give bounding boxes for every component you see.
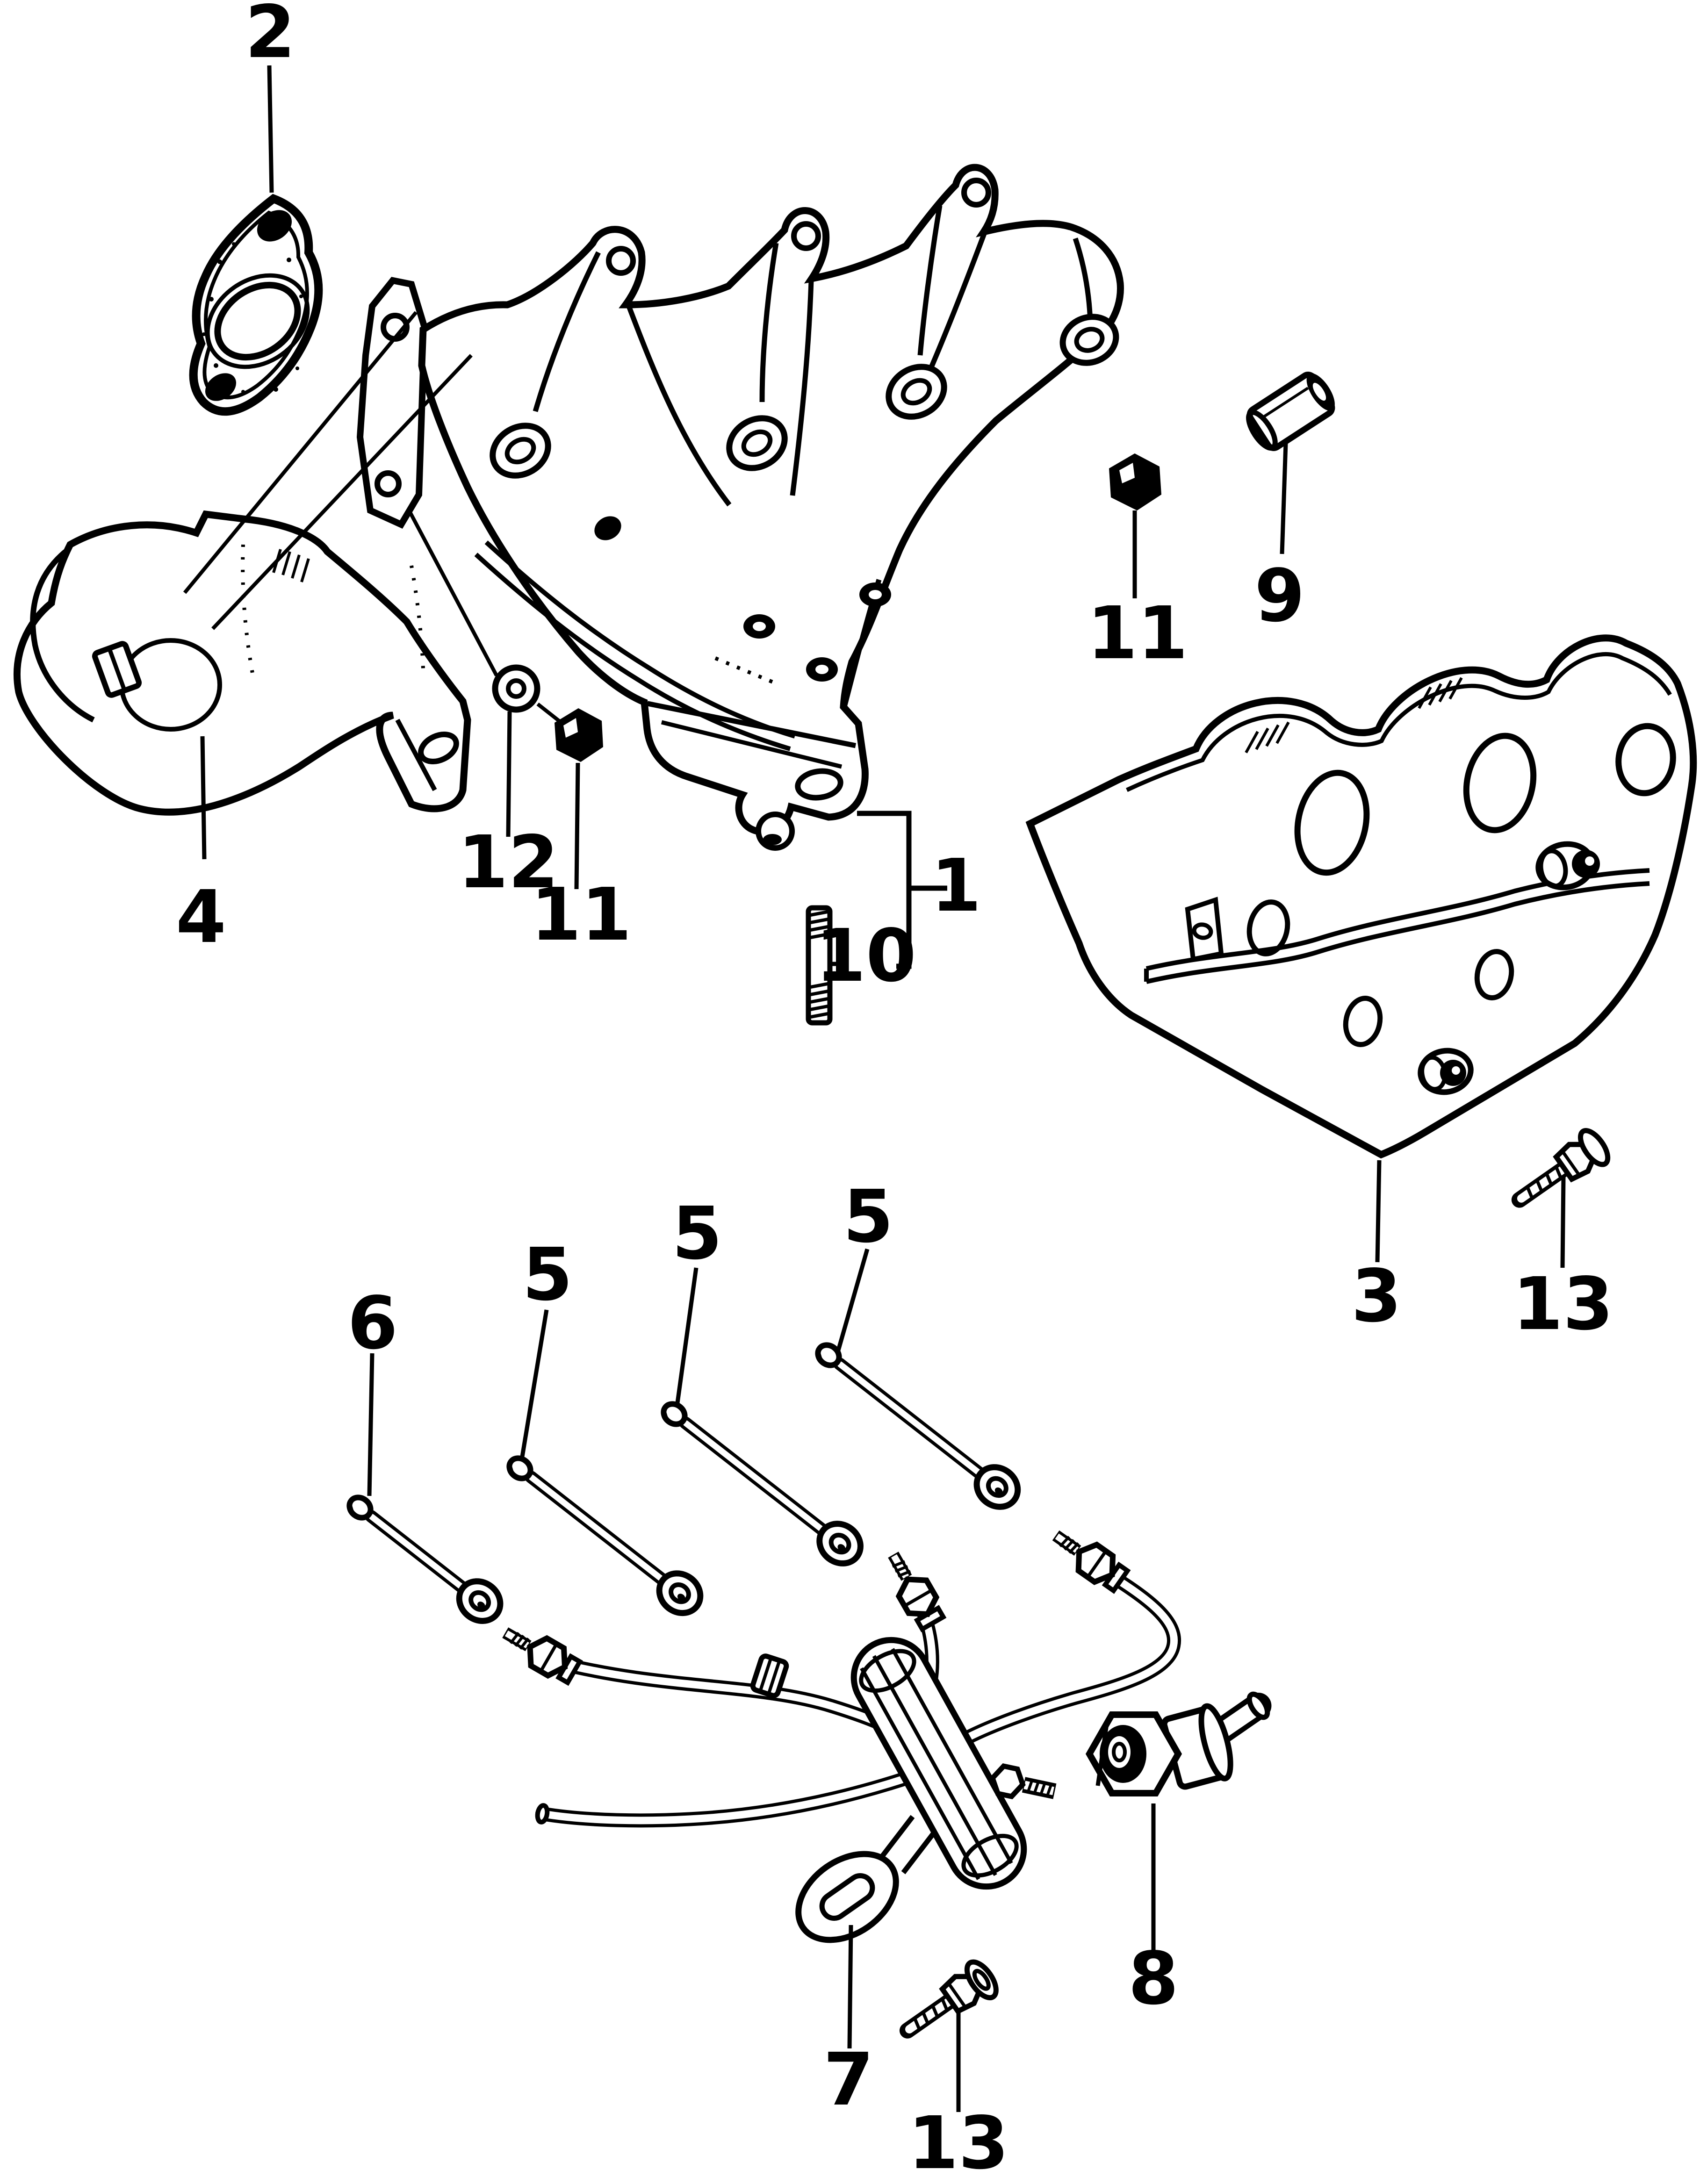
- callout-bolt-5c: 5: [843, 1174, 893, 1259]
- washer-illustration: [492, 664, 540, 713]
- callout-nut-left: 11: [531, 872, 632, 957]
- callout-heat-shield: 4: [176, 875, 226, 959]
- callout-bolt-5b: 5: [672, 1191, 722, 1276]
- callout-stud: 10: [815, 913, 916, 998]
- long-bolt-5a-illustration: [506, 1455, 704, 1616]
- pipe-stay-bracket: [795, 1815, 936, 1943]
- flange-nut-right-illustration: [1109, 453, 1161, 510]
- manifold-heat-cover-illustration: [1025, 634, 1697, 1159]
- callout-check-valve: 8: [1128, 1936, 1179, 2021]
- cover-hatch: [1245, 677, 1463, 754]
- callout-washer: 12: [458, 820, 559, 905]
- flange-bolt-cover-illustration: [1511, 1128, 1611, 1208]
- callout-bolt-6: 6: [347, 1281, 398, 1365]
- pipe-fitting: [1052, 1530, 1131, 1594]
- exhaust-pipe-heat-shield-illustration: [14, 510, 471, 816]
- callout-pipe-stay: 7: [823, 2037, 874, 2122]
- callout-manifold: 1: [931, 843, 981, 928]
- long-bolt-6-illustration: [346, 1494, 504, 1624]
- long-bolt-5c-illustration: [815, 1342, 1021, 1510]
- callout-collar: 9: [1254, 553, 1305, 638]
- leader-lines: [200, 65, 1566, 2112]
- exhaust-manifold-illustration: [356, 164, 1124, 851]
- clamp-outlet-nipple: [989, 1763, 1057, 1800]
- manifold-lower-ports: [743, 582, 891, 682]
- pipe-union-nut: [750, 1653, 789, 1698]
- callout-nut-right: 11: [1087, 591, 1188, 675]
- air-suction-pipe-assembly-illustration: [502, 1530, 1181, 1943]
- pipe-fitting: [502, 1627, 583, 1686]
- pipe-fitting: [888, 1552, 947, 1632]
- callout-bolt-stay: 13: [908, 2101, 1009, 2184]
- alignment-lines: [183, 311, 563, 725]
- gasket-stipple: [202, 231, 307, 394]
- pipe-clamp-block: [850, 1637, 1027, 1890]
- callout-labels: 2 4 12 11 10 1 11 9 3 13 6 5 5 5 7 8 13: [176, 0, 1613, 2184]
- collar-spacer-illustration: [1246, 372, 1335, 451]
- callout-cover: 3: [1351, 1254, 1402, 1338]
- callout-bolt-cover: 13: [1513, 1262, 1613, 1346]
- gasket-illustration: [189, 194, 323, 416]
- callout-bolt-5a: 5: [522, 1232, 573, 1317]
- long-bolt-5b-illustration: [661, 1401, 864, 1566]
- callout-gasket: 2: [245, 0, 295, 74]
- stud-bolt-illustration: [806, 905, 833, 1026]
- flange-bolt-stay-illustration: [899, 1959, 999, 2039]
- callout-1-bracket: [857, 811, 947, 969]
- manifold-ports: [490, 314, 1119, 479]
- flange-nut-left-illustration: [555, 708, 603, 762]
- check-valve-illustration: [1085, 1691, 1272, 1796]
